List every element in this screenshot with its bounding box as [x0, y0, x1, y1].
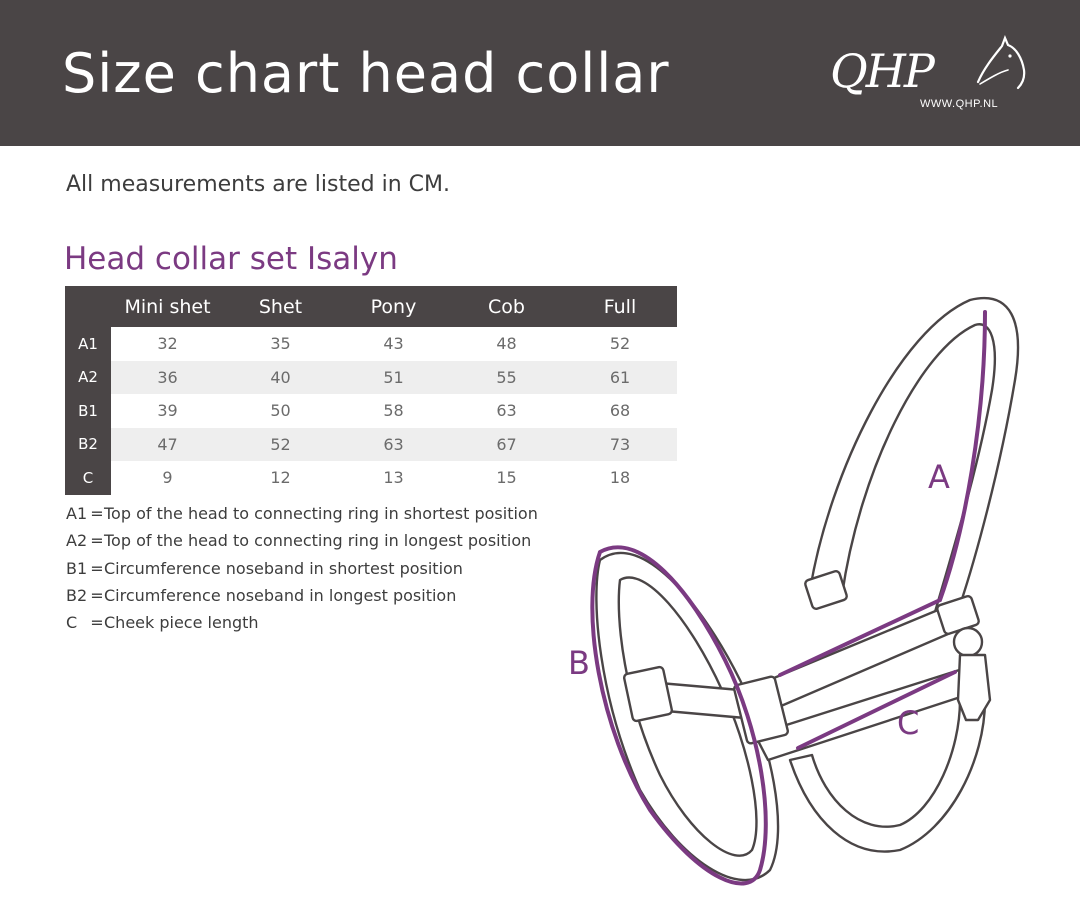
table-cell: 67	[450, 427, 563, 461]
table-row: C 9 12 13 15 18	[65, 461, 677, 495]
column-header: Cob	[450, 286, 563, 327]
page-title: Size chart head collar	[62, 42, 670, 105]
table-cell: 36	[111, 360, 224, 394]
table-cell: 40	[224, 360, 337, 394]
buckle-left	[622, 665, 674, 723]
row-label: B1	[65, 394, 111, 428]
legend-equals: =	[90, 504, 104, 523]
label-b: B	[568, 644, 590, 682]
table-cell: 13	[337, 461, 450, 495]
table-cell: 73	[563, 427, 677, 461]
header-bar: Size chart head collar QHP WWW.QHP.NL	[0, 0, 1080, 146]
legend-text: Circumference noseband in shortest posit…	[104, 558, 463, 578]
table-cell: 63	[450, 394, 563, 428]
buckle-crown	[804, 570, 848, 610]
table-cell: 58	[337, 394, 450, 428]
legend-equals: =	[90, 585, 104, 605]
row-label: C	[65, 461, 111, 495]
table-corner	[65, 286, 111, 327]
connecting-ring	[952, 626, 984, 658]
row-label: A1	[65, 327, 111, 361]
table-cell: 61	[563, 360, 677, 394]
legend-code: B2	[66, 585, 88, 605]
label-a: A	[928, 458, 950, 496]
table-cell: 68	[563, 394, 677, 428]
legend-equals: =	[90, 613, 104, 633]
legend-code: A2	[66, 531, 88, 551]
table-cell: 51	[337, 360, 450, 394]
table-row: A2 36 40 51 55 61	[65, 360, 677, 394]
measure-line-a	[778, 310, 987, 677]
legend-code: A1	[66, 504, 88, 523]
legend-item: B2=Circumference noseband in longest pos…	[66, 582, 538, 609]
legend-item: C =Cheek piece length	[66, 609, 538, 636]
column-header: Mini shet	[111, 286, 224, 327]
label-c: C	[897, 704, 919, 742]
table-cell: 12	[224, 461, 337, 495]
row-label: A2	[65, 360, 111, 394]
legend-text: Circumference noseband in longest positi…	[104, 585, 457, 605]
table-cell: 52	[224, 427, 337, 461]
table-cell: 55	[450, 360, 563, 394]
horse-head-icon	[976, 35, 1026, 90]
size-table: Mini shet Shet Pony Cob Full A1 32 35 43…	[65, 286, 677, 495]
legend-equals: =	[90, 558, 104, 578]
head-collar-diagram: A B C	[568, 297, 1020, 886]
table-cell: 43	[337, 327, 450, 361]
table-cell: 18	[563, 461, 677, 495]
legend-text: Top of the head to connecting ring in lo…	[104, 531, 532, 551]
measurement-note: All measurements are listed in CM.	[66, 172, 450, 197]
table-cell: 32	[111, 327, 224, 361]
table-row: A1 32 35 43 48 52	[65, 327, 677, 361]
column-header: Pony	[337, 286, 450, 327]
legend-item: B1=Circumference noseband in shortest po…	[66, 555, 538, 582]
table-cell: 48	[450, 327, 563, 361]
measure-line-b	[590, 545, 768, 886]
table-cell: 39	[111, 394, 224, 428]
crown-strap	[808, 297, 1020, 614]
table-header-row: Mini shet Shet Pony Cob Full	[65, 286, 677, 327]
table-cell: 52	[563, 327, 677, 361]
legend-item: A1=Top of the head to connecting ring in…	[66, 500, 538, 527]
legend-text: Cheek piece length	[104, 613, 259, 633]
buckle-right	[733, 675, 789, 745]
snap-hook	[956, 653, 992, 722]
legend-code: C	[66, 613, 78, 633]
legend-code: B1	[66, 558, 88, 578]
measure-line-c	[796, 670, 957, 750]
section-title: Head collar set Isalyn	[64, 241, 398, 277]
legend-item: A2=Top of the head to connecting ring in…	[66, 527, 538, 554]
legend-equals: =	[90, 531, 104, 551]
logo-wordmark: QHP	[830, 44, 935, 98]
table-cell: 35	[224, 327, 337, 361]
column-header: Shet	[224, 286, 337, 327]
table-row: B1 39 50 58 63 68	[65, 394, 677, 428]
column-header: Full	[563, 286, 677, 327]
row-label: B2	[65, 427, 111, 461]
logo-url: WWW.QHP.NL	[920, 98, 999, 110]
table-cell: 15	[450, 461, 563, 495]
table-cell: 63	[337, 427, 450, 461]
table-row: B2 47 52 63 67 73	[65, 427, 677, 461]
qhp-logo[interactable]: QHP WWW.QHP.NL	[820, 32, 1030, 122]
table-cell: 50	[224, 394, 337, 428]
measurement-legend: A1=Top of the head to connecting ring in…	[66, 500, 538, 636]
table-cell: 9	[111, 461, 224, 495]
legend-text: Top of the head to connecting ring in sh…	[104, 504, 538, 523]
table-cell: 47	[111, 427, 224, 461]
